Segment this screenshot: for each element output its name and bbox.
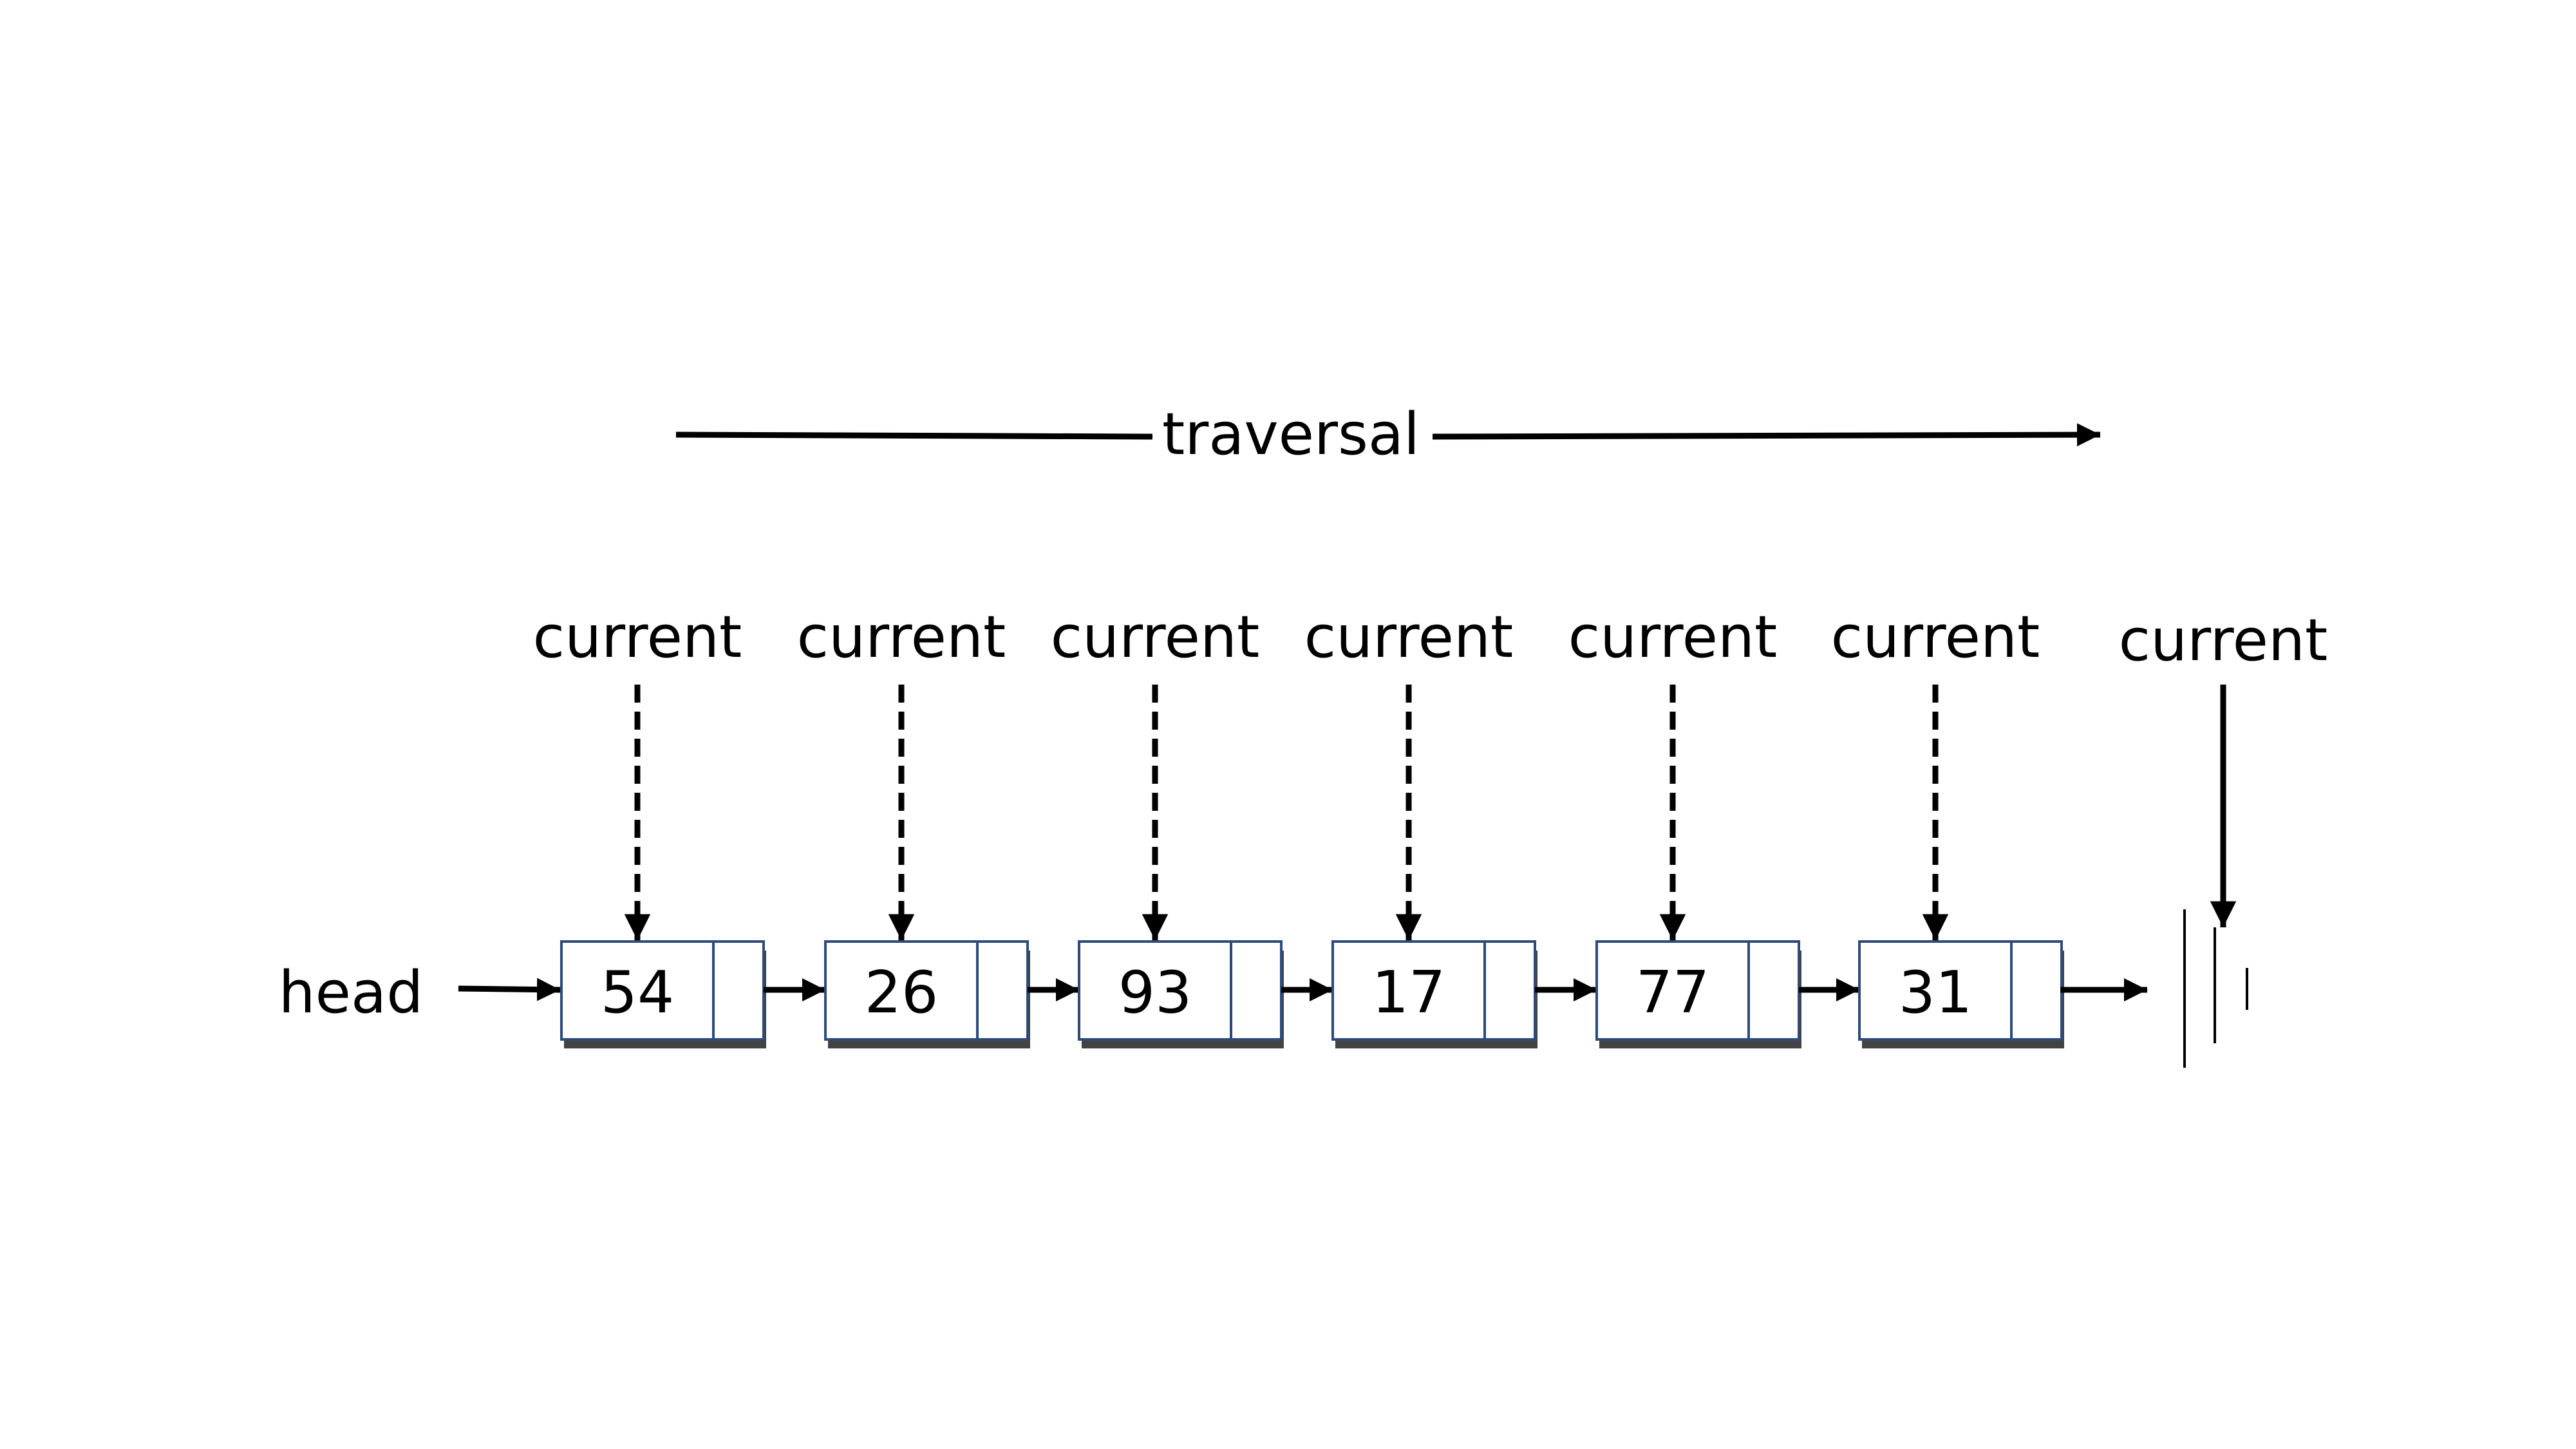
list-node: 26 current: [797, 603, 1079, 1048]
node-next-cell: [1230, 940, 1283, 1041]
head-arrow: [458, 978, 561, 1001]
node-next-cell: [976, 940, 1029, 1041]
node-value-cell: [1078, 940, 1232, 1041]
final-current-pointer: current: [2119, 607, 2328, 927]
current-label-end: current: [2119, 607, 2328, 674]
current-label: current: [533, 603, 742, 671]
node-value: 93: [1118, 959, 1192, 1027]
node-value-cell: [1858, 940, 2013, 1041]
node-value-cell: [824, 940, 979, 1041]
list-node: 93 current: [1051, 603, 1333, 1048]
traversal-arrow-right-segment: [1432, 423, 2101, 447]
node-next-cell: [1483, 940, 1536, 1041]
node-next-cell: [712, 940, 765, 1041]
node-value: 77: [1636, 959, 1710, 1027]
traversal-arrow: traversal: [675, 401, 2101, 468]
node-value-cell: [1595, 940, 1750, 1041]
node-value-cell: [560, 940, 715, 1041]
current-label: current: [797, 603, 1006, 671]
current-label: current: [1568, 603, 1778, 671]
current-label: current: [1304, 603, 1514, 671]
traversal-arrow-left-segment: [675, 431, 1153, 440]
node-next-cell: [1747, 940, 1800, 1041]
node-value: 31: [1899, 959, 1973, 1027]
head-label: head: [279, 959, 424, 1027]
list-node: 54 current: [533, 603, 825, 1048]
node-value: 54: [601, 959, 675, 1027]
node-value: 26: [865, 959, 939, 1027]
current-label: current: [1051, 603, 1260, 671]
traversal-label: traversal: [1162, 401, 1420, 468]
list-node: 17 current: [1304, 603, 1597, 1048]
node-next-cell: [2010, 940, 2063, 1041]
null-terminator: [2183, 909, 2248, 1068]
current-label: current: [1831, 603, 2040, 671]
list-node: 77 current: [1568, 603, 1859, 1048]
head-pointer: head: [279, 959, 561, 1027]
list-node: 31 current: [1831, 603, 2064, 1048]
node-value: 17: [1372, 959, 1446, 1027]
node-list: 54 current 26 current 93 current 17 current 77 cu…: [533, 603, 2064, 1048]
